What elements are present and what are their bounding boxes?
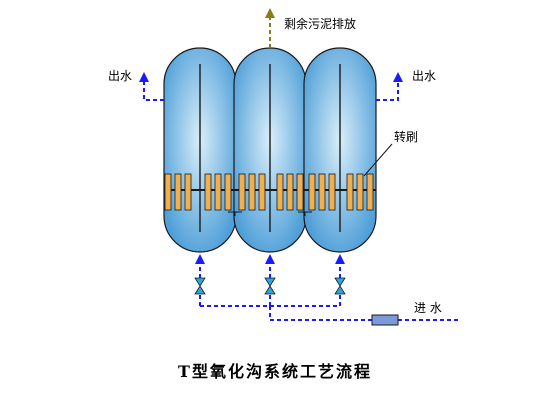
excess-sludge-label: 剩余污泥排放 [284,16,356,31]
inlet-arrow-icon [265,254,275,264]
brush-paddle [184,173,192,211]
weirs [228,211,312,216]
inlet-branch-2 [264,254,276,306]
outlet-left-arrow-icon [139,72,149,82]
inlet-branches [194,254,346,306]
brush-paddle [174,173,182,211]
inlet-arrow-icon [335,254,345,264]
brush-rotors [164,173,374,211]
brush-paddle [356,173,364,211]
baffles [199,64,341,232]
outlet-left-pipe [143,80,164,101]
inlet-arrow-icon [195,254,205,264]
brush-paddle [224,173,232,211]
sludge-discharge [265,8,275,48]
brush-paddle [318,173,326,211]
brush-paddle [346,173,354,211]
inlet-branch-3 [334,254,346,306]
valve-icon [194,277,206,295]
outlet-right-label: 出水 [412,69,436,83]
inlet-branch-1 [194,254,206,306]
brush-label: 转刷 [394,129,418,144]
outlet-right-arrow-icon [393,72,403,82]
brush-paddle [286,173,294,211]
brush-paddle [258,173,266,211]
brush-paddle [366,173,374,211]
outlet-left-label: 出水 [108,69,132,83]
valve-icon [264,277,276,295]
brush-paddle [308,173,316,211]
outlet-right-pipe [376,80,399,101]
brush-leader-line [363,143,393,177]
brush-paddle [328,173,336,211]
diagram-caption: T型氧化沟系统工艺流程 [178,362,372,381]
inlet-header [200,305,458,321]
brush-paddle [248,173,256,211]
valve-icon [334,277,346,295]
brush-paddle [204,173,212,211]
pump-icon [371,314,399,326]
brush-paddle [214,173,222,211]
brush-paddle [276,173,284,211]
brush-paddle [164,173,172,211]
inlet-label: 进 水 [414,301,442,315]
brush-paddle [238,173,246,211]
brush-paddle [296,173,304,211]
